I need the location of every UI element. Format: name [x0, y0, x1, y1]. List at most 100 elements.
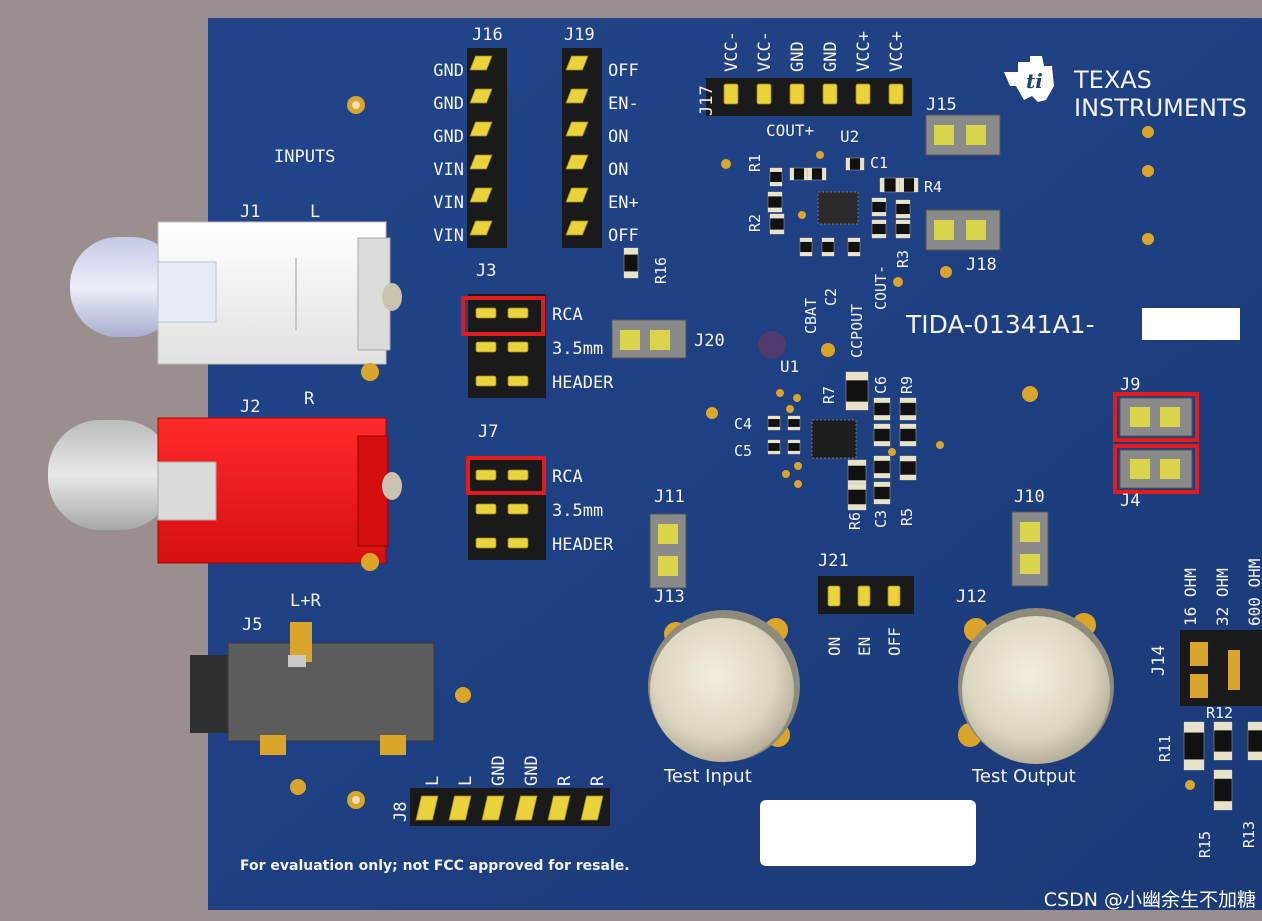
audio-jack-j5 — [190, 622, 435, 755]
j8-pin-label: R — [588, 775, 608, 786]
disclaimer-text: For evaluation only; not FCC approved fo… — [240, 858, 630, 874]
c5-designator: C5 — [734, 442, 752, 460]
cout-plus-label: COUT+ — [766, 121, 814, 140]
r6-designator: R6 — [846, 512, 864, 530]
header-j14 — [1180, 630, 1262, 706]
j21-pin — [857, 585, 871, 607]
smd-component — [847, 483, 867, 511]
j19-pin-label: ON — [608, 127, 628, 147]
j17-pin — [855, 83, 871, 105]
smd-component — [767, 439, 781, 455]
l-label: L — [310, 202, 320, 222]
j2-label: J2 — [240, 397, 260, 417]
j14-pin-label: 32 OHM — [1213, 568, 1232, 626]
smd-component — [879, 177, 901, 193]
pin-labels: GNDGNDGNDVINVINVINOFFEN-ONONEN+OFFVCC-VC… — [423, 31, 1262, 786]
j4-label: J4 — [1120, 491, 1140, 511]
u2-label: U2 — [840, 127, 859, 146]
smd-component — [807, 167, 827, 181]
j12-label: J12 — [956, 587, 987, 607]
j16-pin — [469, 88, 493, 104]
j16-pin — [469, 220, 493, 236]
header-j4 — [1113, 444, 1199, 494]
j20-label: J20 — [694, 331, 725, 351]
r5-designator: R5 — [898, 508, 916, 526]
ti-logo: ti — [1004, 56, 1054, 102]
j19-pin — [565, 121, 589, 137]
knob-test-input — [648, 610, 800, 762]
j8-pin-label: GND — [489, 755, 509, 786]
j17-pin-label: VCC- — [755, 31, 775, 72]
smd-component — [769, 167, 783, 187]
smd-component — [767, 415, 781, 431]
watermark-text: CSDN @小幽余生不加糖 — [1044, 889, 1256, 911]
smd-component — [847, 459, 867, 487]
j17-pin — [723, 83, 739, 105]
smd-component — [1213, 769, 1233, 811]
cbat-designator: CBAT — [802, 298, 820, 334]
smd-component — [871, 197, 887, 217]
smd-component — [873, 455, 891, 479]
j21-pin-label: OFF — [885, 627, 904, 656]
j7-pin — [475, 503, 497, 515]
j19-pin-label: OFF — [608, 61, 639, 81]
j19-pin — [565, 55, 589, 71]
j17-pin-label: GND — [788, 41, 808, 72]
smd-component — [845, 371, 869, 411]
j8-pin — [415, 795, 439, 821]
j3-option-label: 3.5mm — [552, 339, 603, 359]
j7-pin — [507, 469, 529, 481]
smd-component — [769, 213, 785, 235]
j7-option-label: HEADER — [552, 535, 614, 555]
j3-pin — [475, 307, 497, 319]
j14-pin-label: 600 OHM — [1245, 559, 1262, 626]
j11-label: J11 — [654, 487, 685, 507]
j21-pin-label: EN — [855, 637, 874, 656]
j21-pin-label: ON — [825, 637, 844, 656]
j1-label: J1 — [240, 202, 260, 222]
rca-jack-j2 — [48, 363, 402, 571]
rca-jack-j1 — [70, 221, 402, 365]
j16-pin-label: GND — [433, 94, 464, 114]
j19-label: J19 — [564, 25, 595, 45]
serial-label-blank — [1142, 308, 1240, 340]
j3-rca-highlight — [461, 296, 545, 336]
vias — [290, 96, 1195, 809]
header-j16 — [467, 48, 507, 248]
j8-pin-label: L — [423, 776, 443, 786]
brand-line-2: Instruments — [1074, 94, 1247, 122]
header-j11-j13 — [649, 513, 687, 589]
j17-pin-label: VCC- — [722, 31, 742, 72]
j3-label: J3 — [476, 261, 496, 281]
r7-designator: R7 — [820, 386, 838, 404]
ccpout-designator: CCPOUT — [848, 304, 866, 358]
j17-pin-label: VCC+ — [854, 31, 874, 72]
j17-pin-label: VCC+ — [887, 31, 907, 72]
j16-label: J16 — [472, 25, 503, 45]
j16-pin — [469, 121, 493, 137]
j15-label: J15 — [926, 95, 957, 115]
smd-component — [623, 247, 639, 279]
j8-pin-label: GND — [522, 755, 542, 786]
smd-component — [1247, 721, 1262, 761]
j5-label: J5 — [242, 615, 262, 635]
j19-pin-label: EN- — [608, 94, 639, 114]
j17-pin-label: GND — [821, 41, 841, 72]
j7-pin — [507, 537, 529, 549]
j7-pin — [475, 469, 497, 481]
j19-pin-label: ON — [608, 160, 628, 180]
test-input-label: Test Input — [663, 766, 752, 787]
j16-pin — [469, 187, 493, 203]
j16-pin-label: VIN — [433, 160, 464, 180]
r11-designator: R11 — [1156, 735, 1174, 762]
j8-pin — [481, 795, 505, 821]
u2-region — [817, 191, 859, 225]
r1-designator: R1 — [746, 154, 764, 172]
r3-designator: R3 — [894, 250, 912, 268]
r16-designator: R16 — [652, 257, 670, 284]
j7-option-label: 3.5mm — [552, 501, 603, 521]
header-j20 — [611, 319, 687, 359]
j16-pin — [469, 154, 493, 170]
